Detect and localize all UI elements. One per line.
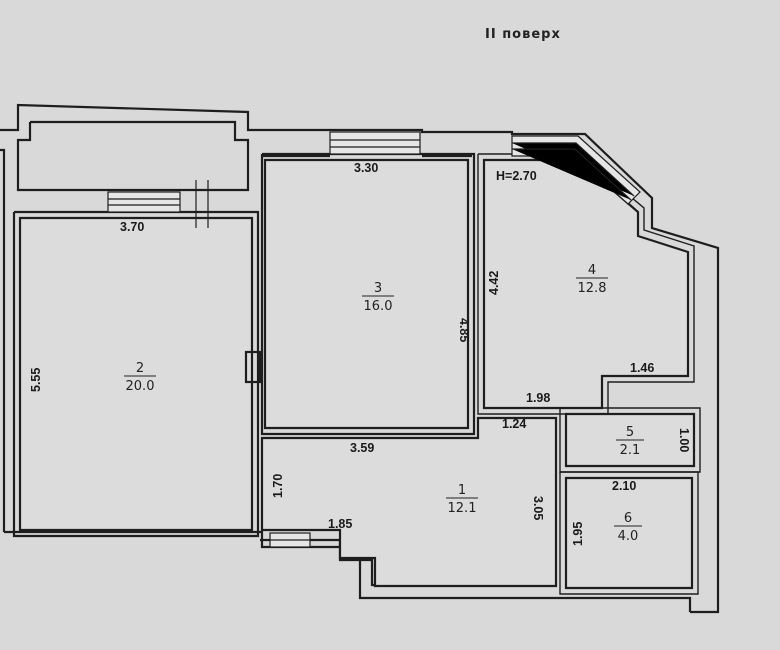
room-4-area: 12.8 — [578, 281, 607, 296]
dim-2-10: 2.10 — [612, 479, 636, 493]
dim-3-05: 3.05 — [531, 496, 545, 520]
ceiling-height: H=2.70 — [496, 169, 537, 183]
room-5-label: 5 2.1 — [616, 425, 644, 458]
room-3-outline — [260, 152, 476, 436]
room-1-label: 1 12.1 — [446, 483, 478, 516]
room-6-number: 6 — [624, 511, 632, 526]
dim-3-70: 3.70 — [120, 220, 144, 234]
dim-1-98: 1.98 — [526, 391, 550, 405]
room-2-area: 20.0 — [126, 379, 155, 394]
room-6-area: 4.0 — [618, 529, 639, 544]
room-3-area: 16.0 — [364, 299, 393, 314]
room-5-number: 5 — [626, 425, 634, 440]
floor-title: II поверх — [485, 27, 561, 42]
dim-1-70: 1.70 — [271, 474, 285, 498]
dim-1-46: 1.46 — [630, 361, 654, 375]
room-3-label: 3 16.0 — [362, 281, 394, 314]
room-6-label: 6 4.0 — [614, 511, 642, 544]
room-1-area: 12.1 — [448, 501, 477, 516]
dim-5-55: 5.55 — [29, 368, 43, 392]
dim-4-42: 4.42 — [487, 271, 501, 295]
dim-3-30: 3.30 — [354, 161, 378, 175]
room-4-number: 4 — [588, 263, 596, 278]
windows — [107, 131, 641, 548]
room-1-outline — [260, 416, 558, 588]
dim-1-24: 1.24 — [502, 417, 526, 431]
dim-1-95: 1.95 — [571, 522, 585, 546]
room-4-label: 4 12.8 — [576, 263, 608, 296]
room-1-number: 1 — [458, 483, 466, 498]
room-2-number: 2 — [136, 361, 144, 376]
room-2-outline — [12, 210, 262, 538]
dim-1-85: 1.85 — [328, 517, 352, 531]
room-6-outline — [559, 471, 699, 595]
dim-4-85: 4.85 — [457, 318, 471, 342]
room-3-number: 3 — [374, 281, 382, 296]
dim-3-59: 3.59 — [350, 441, 374, 455]
dim-1-00: 1.00 — [677, 428, 691, 452]
room-2-label: 2 20.0 — [124, 361, 156, 394]
room-5-area: 2.1 — [620, 443, 641, 458]
